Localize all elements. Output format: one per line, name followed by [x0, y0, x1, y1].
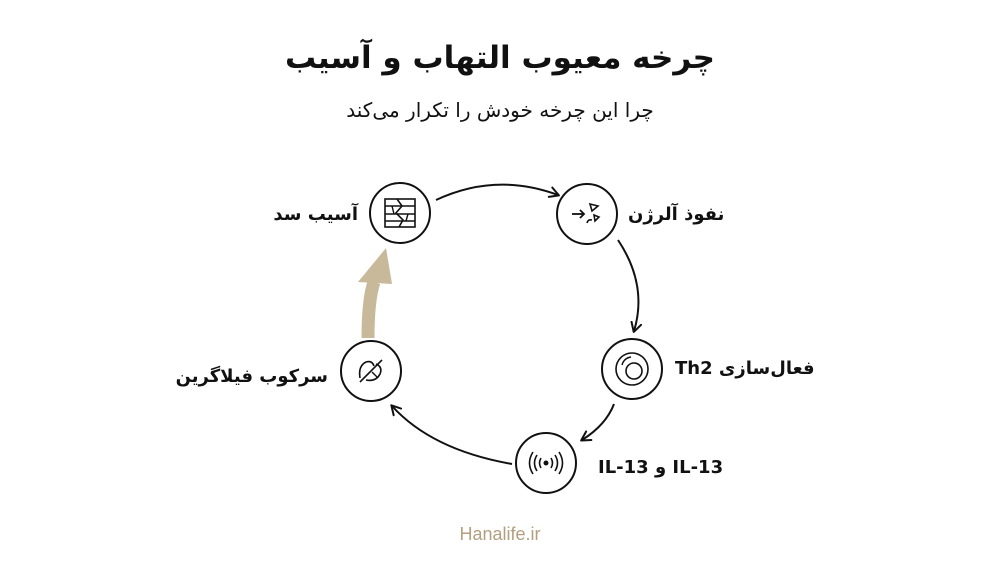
arrow-allergen-to-th2	[617, 239, 643, 333]
node-allergen-penetration	[556, 183, 618, 245]
arrow-th2-to-il13	[580, 403, 615, 442]
node-filaggrin-suppression	[340, 340, 402, 402]
node-barrier-damage	[369, 182, 431, 244]
label-allergen-penetration: نفوذ آلرژن	[628, 204, 725, 225]
cell-icon	[615, 352, 649, 386]
broken-link-icon	[358, 359, 383, 383]
arrow-filaggrin-to-barrier	[361, 279, 381, 339]
label-th2-activation: فعال‌سازی Th2	[675, 358, 815, 379]
label-barrier-damage: آسیب سد	[273, 204, 358, 225]
label-filaggrin-suppression: سرکوب فیلاگرین	[175, 366, 328, 387]
page-subtitle: چرا این چرخه خودش را تکرار می‌کند	[346, 98, 654, 122]
node-th2-activation	[601, 338, 663, 400]
node-il13	[515, 432, 577, 494]
allergen-particles-icon	[572, 202, 601, 224]
label-il13: IL-13 و IL-13	[598, 457, 724, 478]
arrow-barrier-to-allergen	[435, 183, 560, 201]
brand-footer: Hanalife.ir	[459, 524, 541, 544]
arrow-il13-to-filaggrin	[390, 404, 513, 465]
arrow-filaggrin-to-barrier-head	[358, 248, 392, 284]
cracked-barrier-icon	[384, 198, 416, 228]
signal-waves-icon	[528, 451, 564, 475]
page-title: چرخه معیوب التهاب و آسیب	[285, 40, 715, 76]
